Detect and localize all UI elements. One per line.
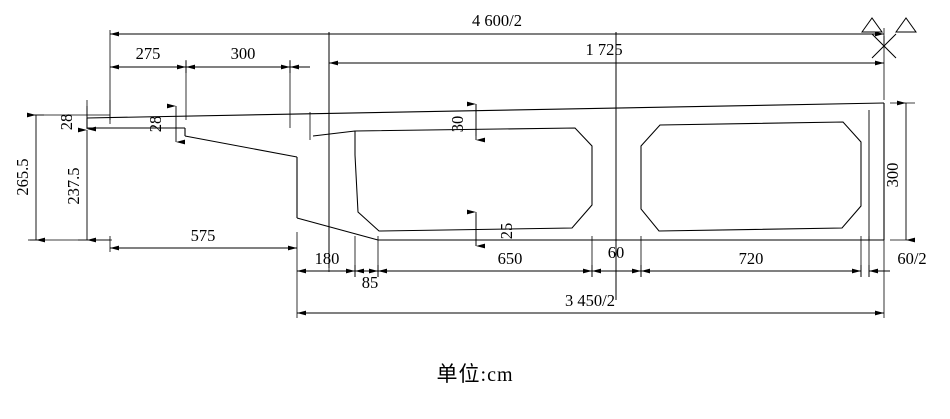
web-centerlines xyxy=(328,32,617,300)
unit-note-separator: : xyxy=(480,364,488,386)
deck-underside-left xyxy=(312,130,356,137)
dim-label-275: 275 xyxy=(136,44,161,63)
chain-tick-marks xyxy=(185,61,870,277)
dim-label-575: 575 xyxy=(191,226,216,245)
dim-right-depth: 300 xyxy=(883,100,915,243)
extension-lines xyxy=(30,28,915,318)
symmetry-mark-icon xyxy=(861,17,917,59)
dim-label-300: 300 xyxy=(883,163,902,188)
dim-label-60-over-2: 60/2 xyxy=(897,249,926,268)
box-cell-left-void xyxy=(354,127,593,232)
dim-inner-top: 1 725 xyxy=(329,40,884,66)
dim-label-180: 180 xyxy=(315,249,340,268)
dim-label-85: 85 xyxy=(362,273,379,292)
dim-top-chain: 275 300 xyxy=(110,44,310,70)
dim-bottom-chain: 180 85 650 60 720 60/2 xyxy=(297,243,927,292)
dim-label-inner-top: 1 725 xyxy=(585,40,622,59)
dim-label-237-5: 237.5 xyxy=(64,167,83,204)
dim-label-25: 25 xyxy=(497,223,516,240)
dim-label-3450-over-2: 3 450/2 xyxy=(565,291,615,310)
dim-left-verticals: 265.5 237.5 xyxy=(13,112,112,243)
dim-label-720: 720 xyxy=(739,249,764,268)
unit-note: 单位:cm xyxy=(0,358,950,388)
dim-label-overall-top: 4 600/2 xyxy=(472,11,522,30)
dim-overall-top: 4 600/2 xyxy=(110,11,884,37)
box-cell-right-void xyxy=(640,121,862,232)
dim-cantilever-length: 575 xyxy=(110,226,297,251)
dim-bottom-overall: 3 450/2 xyxy=(297,291,884,316)
dim-bottom-slab-thickness: 25 xyxy=(467,209,516,249)
unit-note-cjk: 单位 xyxy=(436,362,481,386)
unit-note-unit: cm xyxy=(487,364,514,386)
dim-tip-thickness-right: 28 xyxy=(146,103,185,145)
dim-label-650: 650 xyxy=(498,249,523,268)
dim-label-28-left: 28 xyxy=(57,114,76,131)
dim-tip-thickness-left: 28 xyxy=(57,106,96,132)
dim-label-60: 60 xyxy=(608,243,625,262)
girder-outline xyxy=(86,102,885,241)
dim-label-30: 30 xyxy=(448,116,467,133)
dim-deck-slab-thickness: 30 xyxy=(448,101,485,143)
dim-label-265-5: 265.5 xyxy=(13,158,32,195)
dim-label-300: 300 xyxy=(231,44,256,63)
dim-label-28-right: 28 xyxy=(146,116,165,133)
